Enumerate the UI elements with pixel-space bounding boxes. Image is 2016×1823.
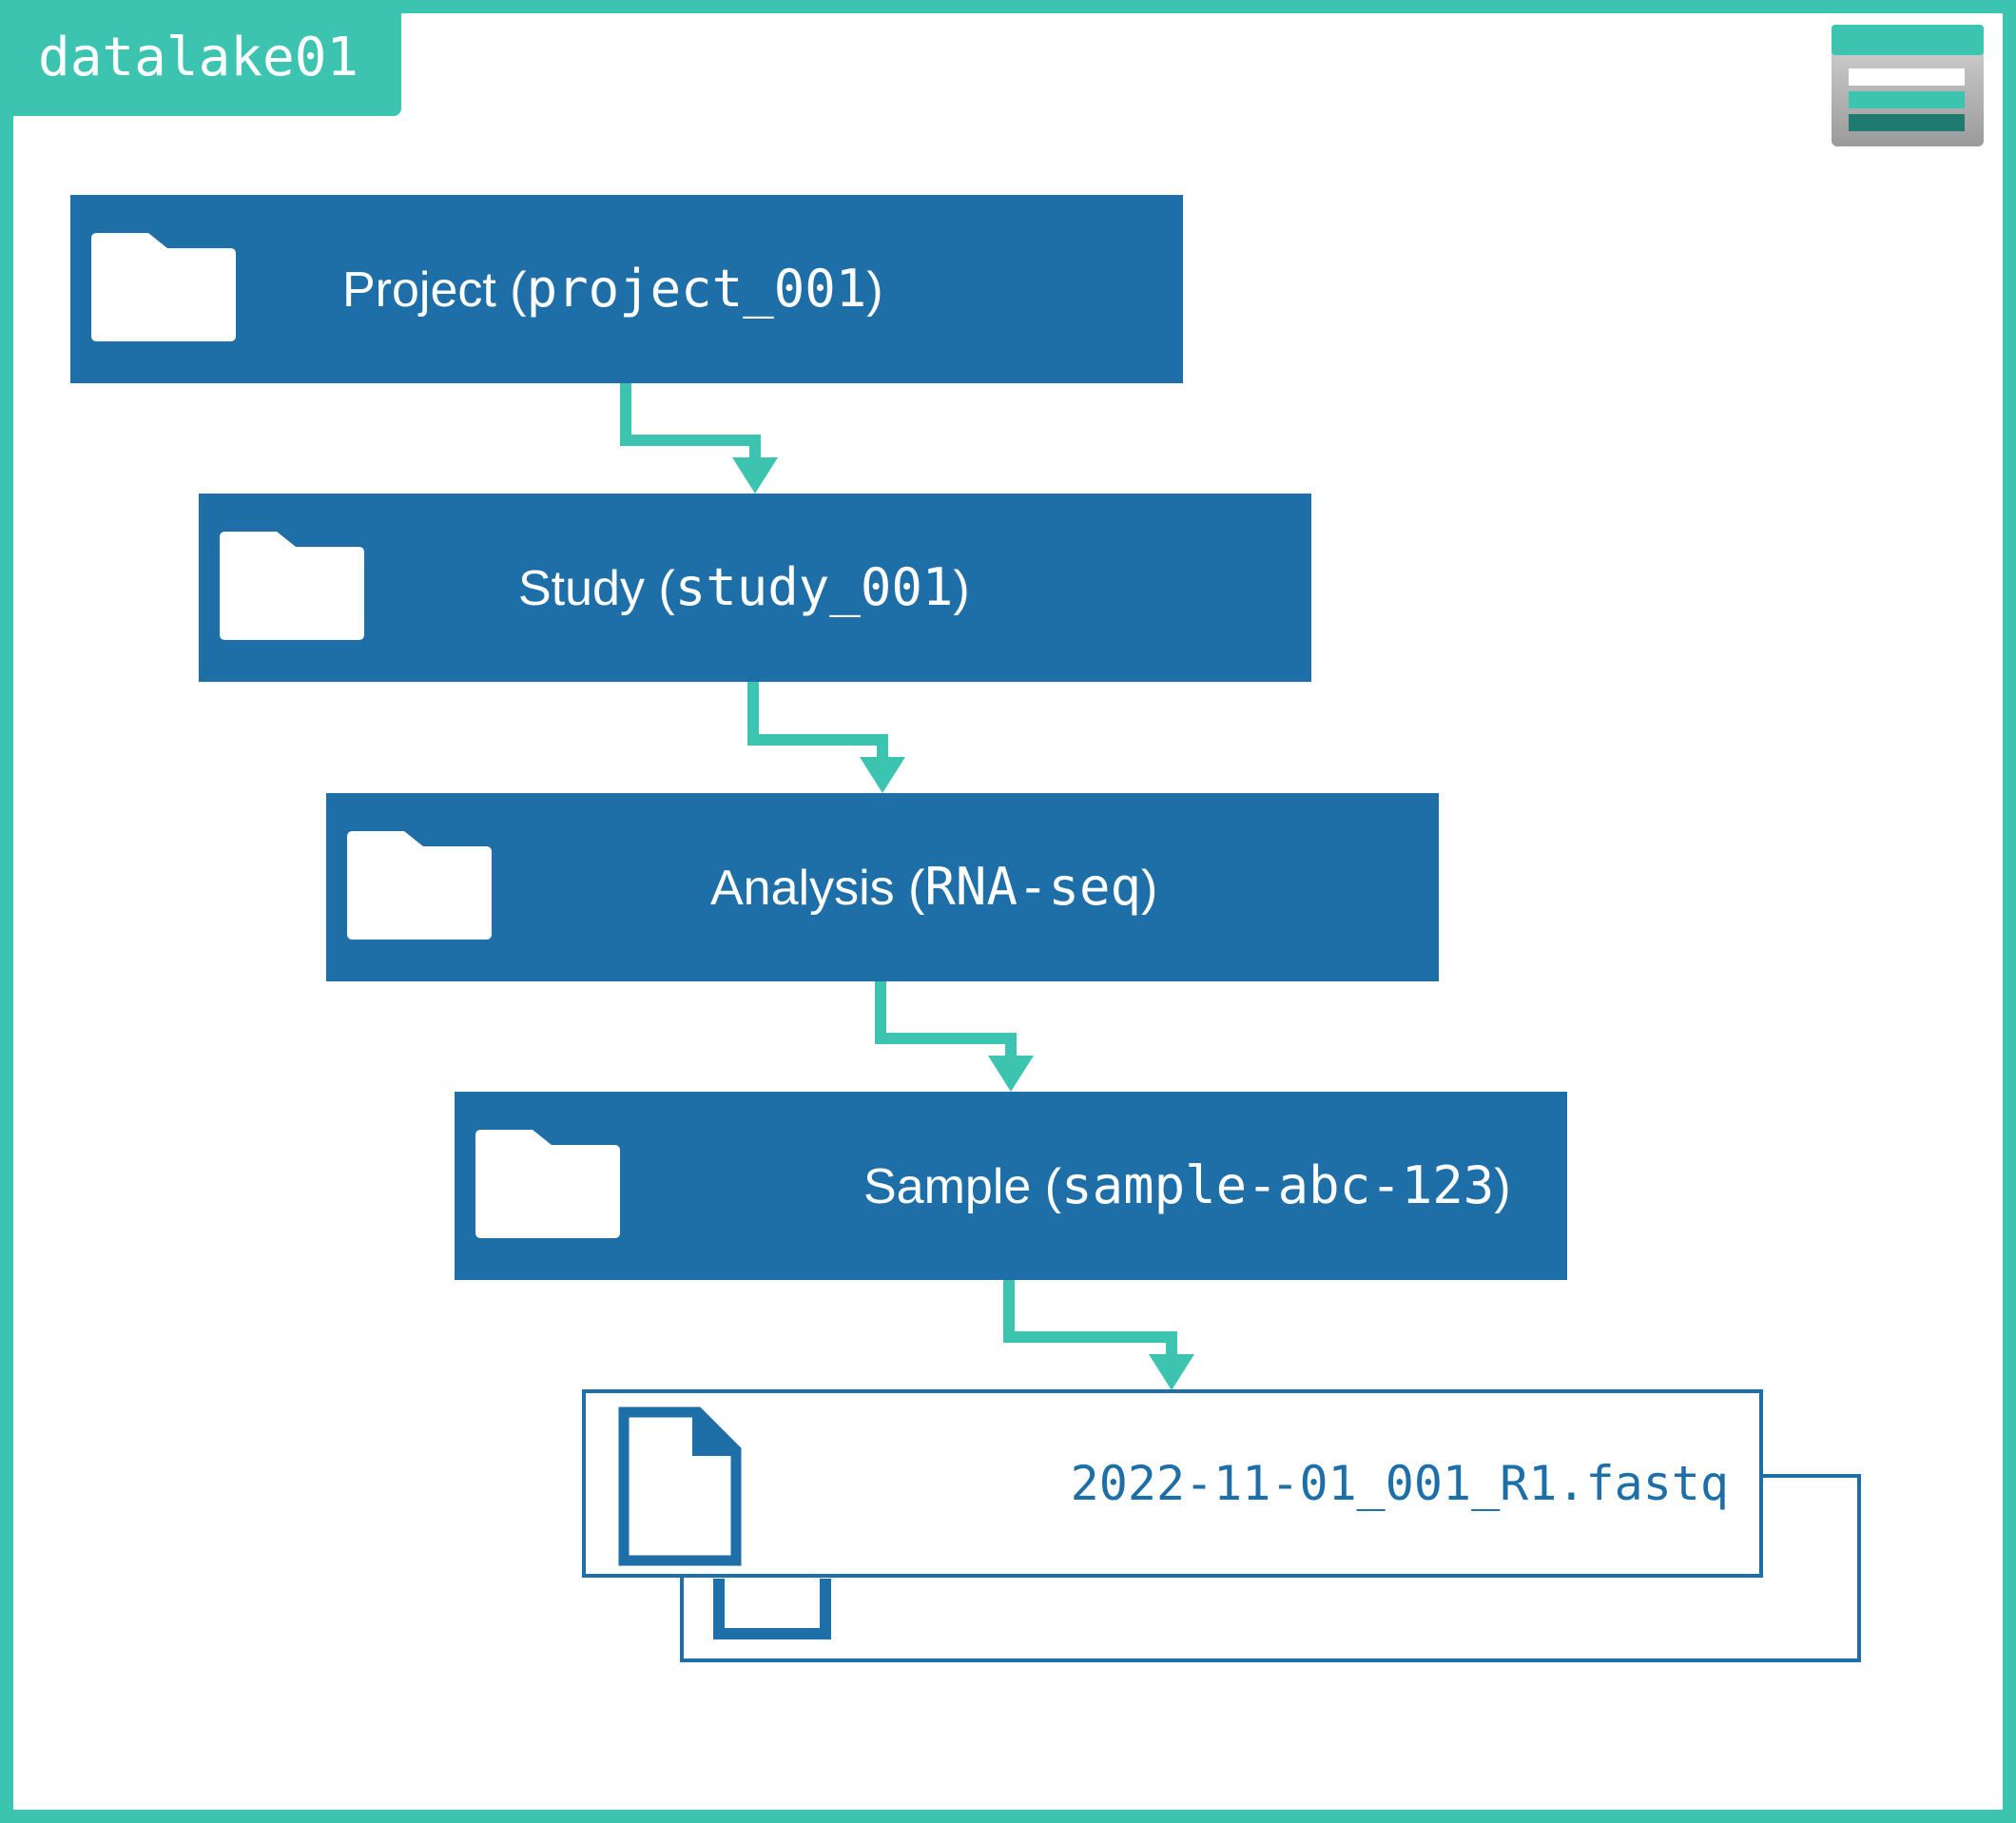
connector-analysis-sample: [875, 981, 1017, 1059]
arrowhead-file: [1149, 1354, 1194, 1390]
arrowhead-study: [732, 457, 778, 494]
folder-box-project[interactable]: Project (project_001): [70, 195, 1183, 383]
folder-icon: [475, 1130, 620, 1238]
folder-icon: [220, 532, 364, 640]
folder-icon: [91, 233, 236, 341]
connector-sample-file: [1003, 1280, 1177, 1358]
folder-box-sample[interactable]: Sample (sample-abc-123): [455, 1092, 1567, 1280]
folder-box-study[interactable]: Study (study_001): [199, 494, 1311, 682]
file-stack-icon: [713, 1579, 831, 1639]
connector-project-study: [620, 383, 761, 461]
file-name: 2022-11-01_001_R1.fastq: [1070, 1456, 1729, 1511]
storage-container-icon: [1832, 25, 1984, 146]
folder-box-analysis[interactable]: Analysis (RNA-seq): [326, 793, 1439, 981]
file-card[interactable]: 2022-11-01_001_R1.fastq: [582, 1389, 1763, 1578]
folder-icon: [347, 831, 492, 940]
connector-study-analysis: [747, 682, 888, 761]
folder-label-sample: Sample (sample-abc-123): [863, 1155, 1511, 1215]
folder-label-study: Study (study_001): [518, 557, 970, 617]
container-tab: datalake01: [0, 0, 401, 116]
folder-label-project: Project (project_001): [342, 259, 883, 319]
file-icon: [618, 1406, 742, 1566]
container-name: datalake01: [38, 27, 359, 88]
arrowhead-analysis: [860, 757, 905, 793]
arrowhead-sample: [988, 1056, 1034, 1092]
folder-label-analysis: Analysis (RNA-seq): [710, 857, 1158, 917]
